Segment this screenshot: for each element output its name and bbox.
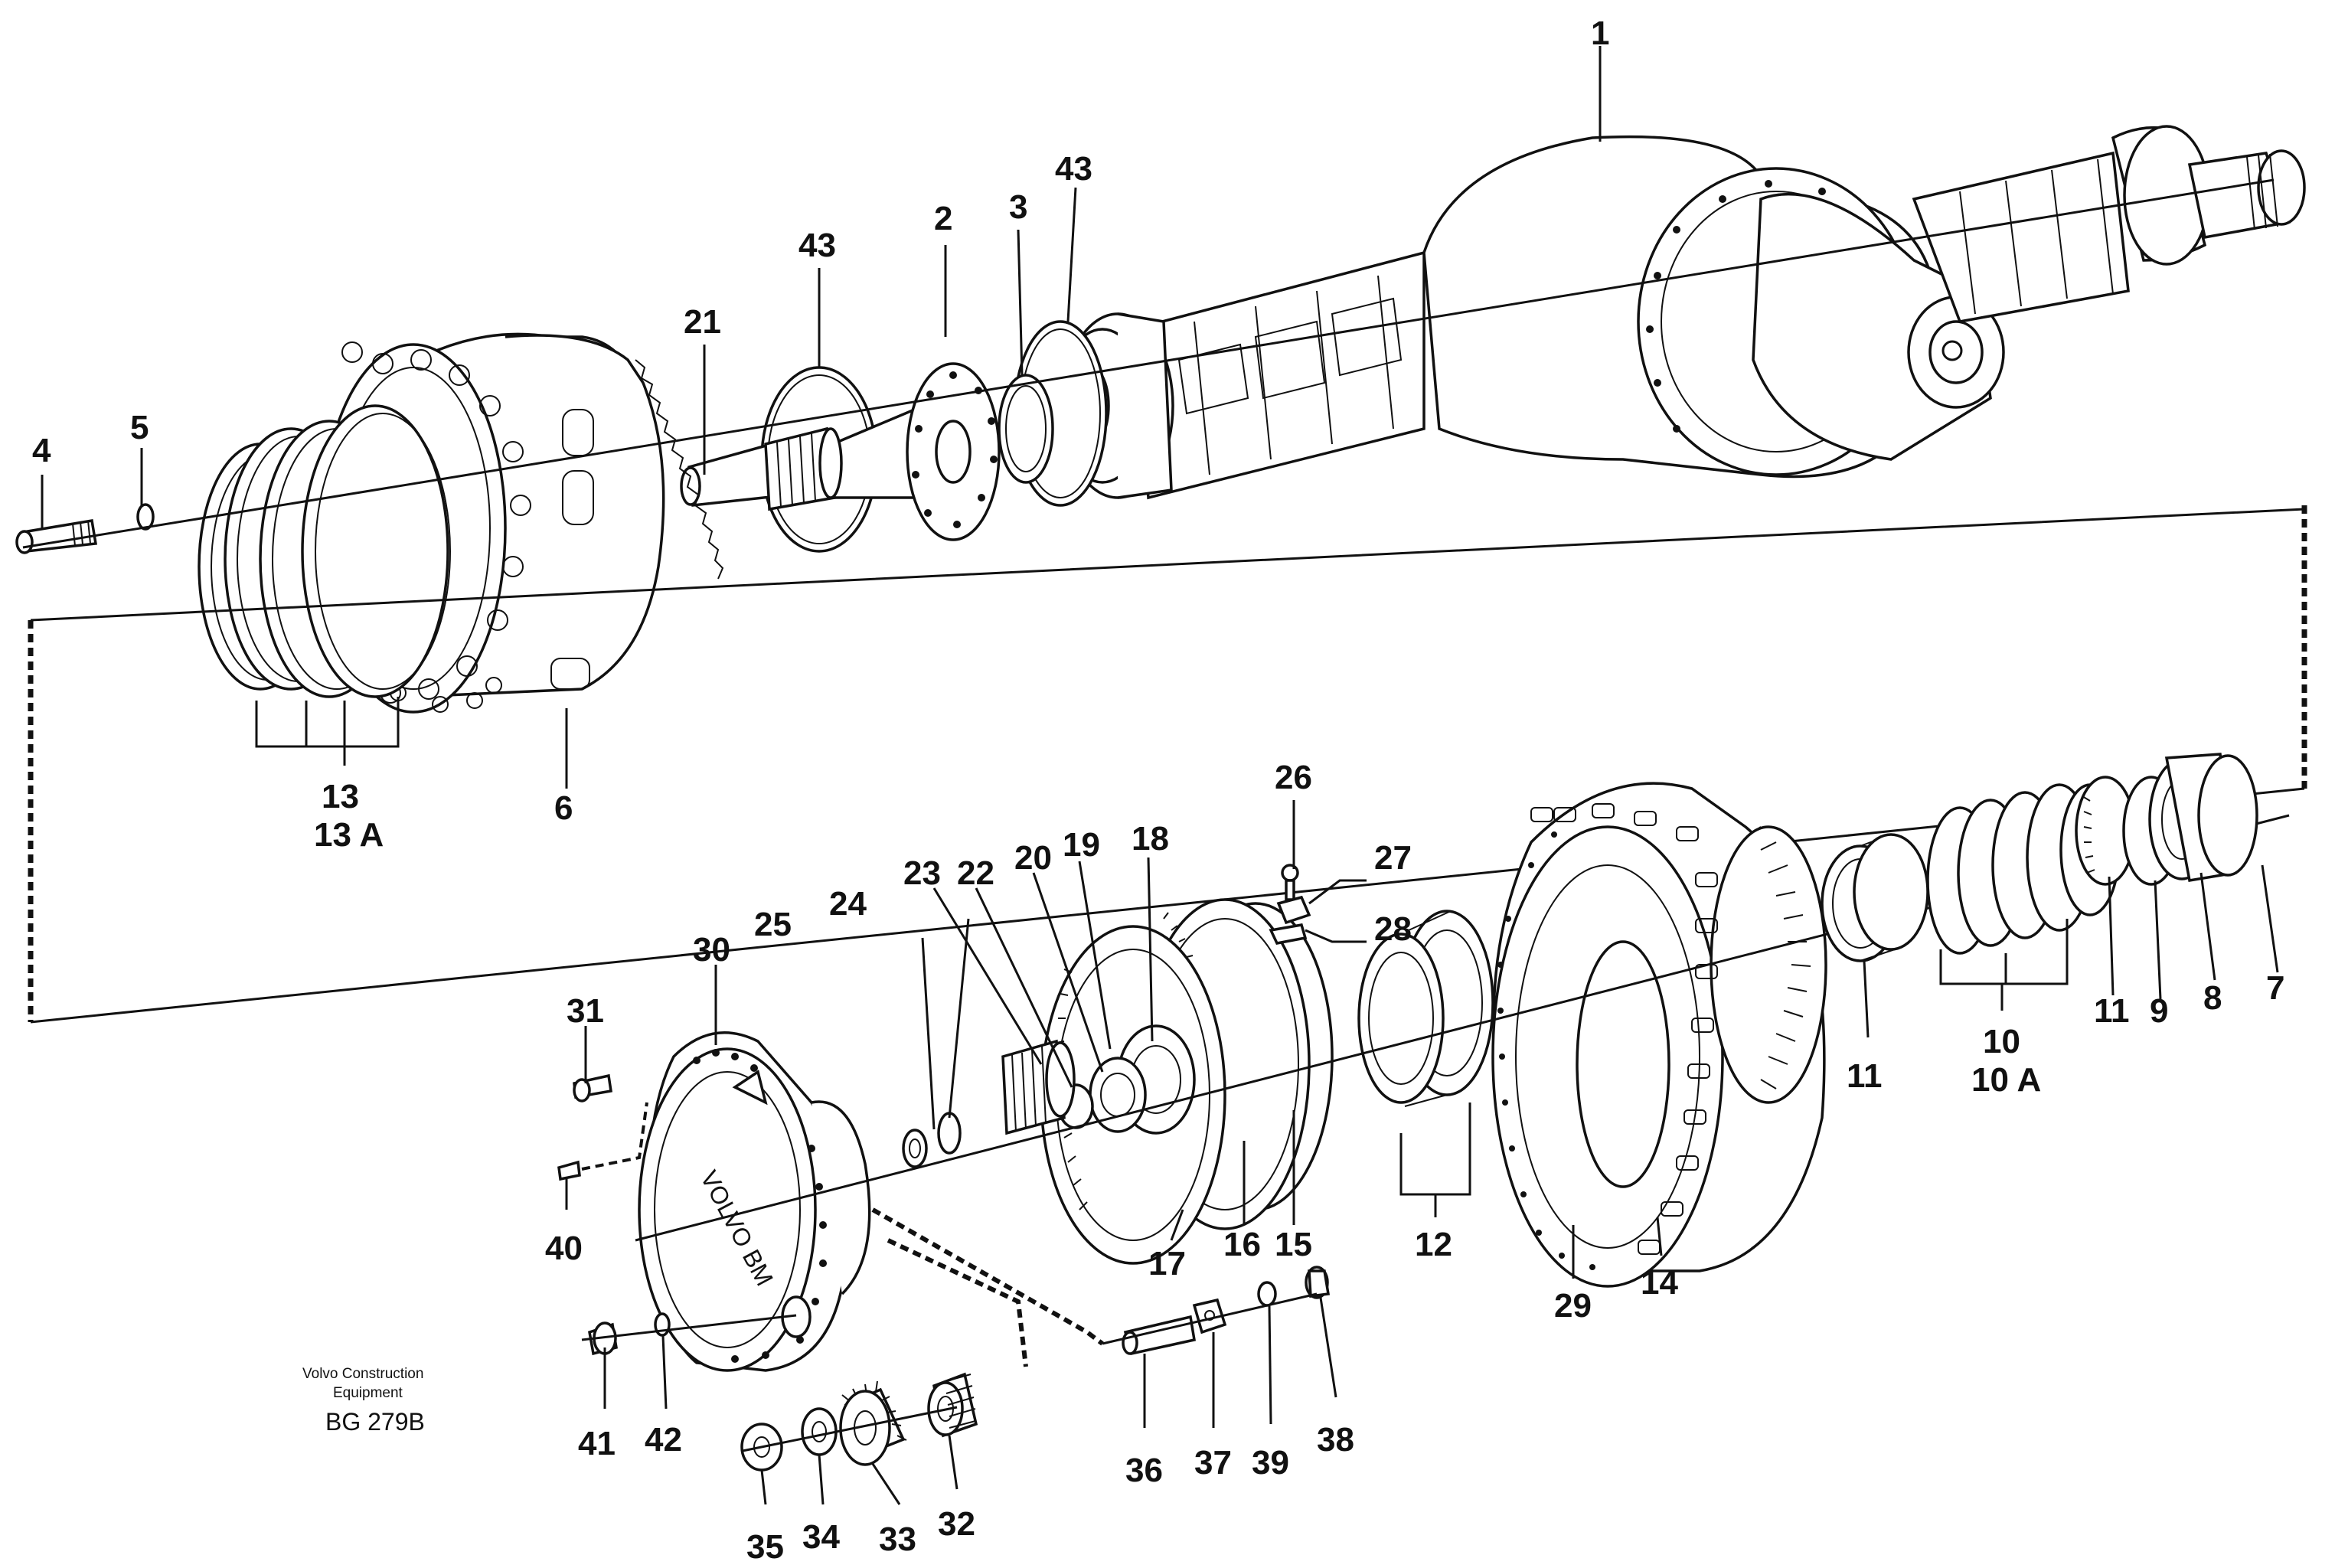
callout-1: 1 (1591, 15, 1609, 52)
leader-lines (41, 46, 2279, 1505)
callout-27: 27 (1374, 839, 1412, 877)
upper-axis-line (22, 178, 2275, 549)
shim-set-part-10 (1926, 783, 2121, 955)
dashed-leader-40 (581, 1102, 648, 1171)
washer-part-39 (1257, 1281, 1277, 1307)
dashed-connector-planet (871, 1207, 1104, 1367)
callout-7: 7 (2266, 969, 2284, 1007)
bearing-cone-part-11-right (2075, 776, 2136, 886)
planet-gear-part-33 (839, 1380, 907, 1466)
plug-part-41 (588, 1321, 618, 1356)
screw-part-31 (573, 1073, 612, 1102)
callout-5: 5 (130, 409, 149, 446)
plug-part-38 (1305, 1266, 1331, 1299)
washer-part-25 (902, 1129, 928, 1168)
lock-plate-part-28 (1269, 923, 1308, 945)
gear-axis-line (742, 1406, 958, 1452)
thrust-washer-part-34-hole (812, 1421, 827, 1442)
callout-4: 4 (32, 432, 51, 469)
sun-gear-part-23 (1001, 1039, 1076, 1135)
callout-36: 36 (1125, 1452, 1163, 1489)
callout-24: 24 (829, 885, 867, 923)
bearing-cup-part-11-left (1821, 833, 1929, 962)
callout-22: 22 (957, 854, 994, 892)
callout-8: 8 (2203, 979, 2222, 1017)
callout-29: 29 (1554, 1287, 1592, 1325)
callout-2: 2 (934, 200, 952, 237)
callout-18: 18 (1132, 820, 1169, 858)
ring-part-3 (998, 374, 1054, 484)
callout-10: 10 (1983, 1023, 2020, 1060)
ring-part-3-inner (1005, 385, 1047, 472)
thrust-washer-part-35-hole (753, 1436, 770, 1458)
sleeve-part-12 (1357, 910, 1494, 1107)
seal-carrier-part-7 (2164, 753, 2258, 883)
pin-axis-line (1102, 1292, 1318, 1345)
callout-13a: 13 A (314, 816, 384, 854)
lower-axis-line (581, 1314, 797, 1341)
callout-labels: 1 2 3 43 43 21 4 5 6 13 13 A 26 27 28 18… (32, 15, 2284, 1566)
lock-plate-part-27 (1276, 895, 1311, 925)
callout-25: 25 (754, 906, 792, 943)
callout-32: 32 (938, 1505, 975, 1543)
callout-13: 13 (322, 778, 359, 815)
credit-line-1: Volvo Construction (302, 1366, 423, 1382)
callout-37: 37 (1194, 1444, 1232, 1481)
circlip-part-24 (937, 1112, 962, 1155)
callout-11-right: 11 (2094, 992, 2130, 1030)
hub-cover-part-30: VOLVO BM (638, 1031, 871, 1372)
callout-6: 6 (554, 789, 573, 827)
callout-12: 12 (1415, 1226, 1452, 1263)
callout-26: 26 (1275, 759, 1312, 796)
callout-41: 41 (578, 1425, 616, 1462)
callout-38: 38 (1317, 1421, 1354, 1459)
callout-42: 42 (645, 1421, 682, 1459)
callout-15: 15 (1275, 1226, 1312, 1263)
callout-43-left: 43 (798, 227, 836, 264)
plug-part-40 (557, 1160, 581, 1181)
lock-washer-part-37 (1192, 1298, 1227, 1334)
callout-20: 20 (1014, 839, 1052, 877)
callout-14: 14 (1641, 1264, 1678, 1302)
callout-21: 21 (684, 303, 721, 341)
drive-shaft-part-21 (680, 426, 843, 511)
callout-28: 28 (1374, 910, 1412, 948)
axle-housing (1132, 125, 2306, 500)
bearing-part-32 (927, 1372, 978, 1438)
callout-9: 9 (2150, 992, 2168, 1030)
callout-3: 3 (1009, 188, 1027, 226)
assembly-axis-diagonal (30, 508, 2305, 1024)
callout-11-left: 11 (1847, 1057, 1883, 1095)
washer-part-5 (136, 503, 155, 531)
drawing-code: BG 279B (325, 1408, 425, 1436)
callout-10a: 10 A (1971, 1061, 2041, 1099)
callout-35: 35 (746, 1528, 784, 1566)
brake-disc-set-part-13 (198, 404, 451, 698)
callout-16: 16 (1223, 1226, 1261, 1263)
callout-31: 31 (567, 992, 604, 1030)
wheel-hub-part-14 (1491, 782, 1827, 1288)
callout-43-right: 43 (1055, 150, 1092, 188)
callout-33: 33 (879, 1521, 916, 1558)
credit-line-2: Equipment (333, 1385, 403, 1401)
callout-40: 40 (545, 1230, 583, 1267)
credit-block: Volvo Construction Equipment BG 279B (302, 1366, 425, 1436)
washer-part-25-hole (909, 1138, 921, 1158)
callout-23: 23 (903, 854, 941, 892)
callout-39: 39 (1252, 1444, 1289, 1481)
callout-34: 34 (802, 1518, 840, 1556)
flange-part-2 (795, 362, 1001, 541)
callout-30: 30 (693, 931, 730, 969)
callout-19: 19 (1063, 826, 1100, 864)
callout-17: 17 (1148, 1245, 1186, 1282)
